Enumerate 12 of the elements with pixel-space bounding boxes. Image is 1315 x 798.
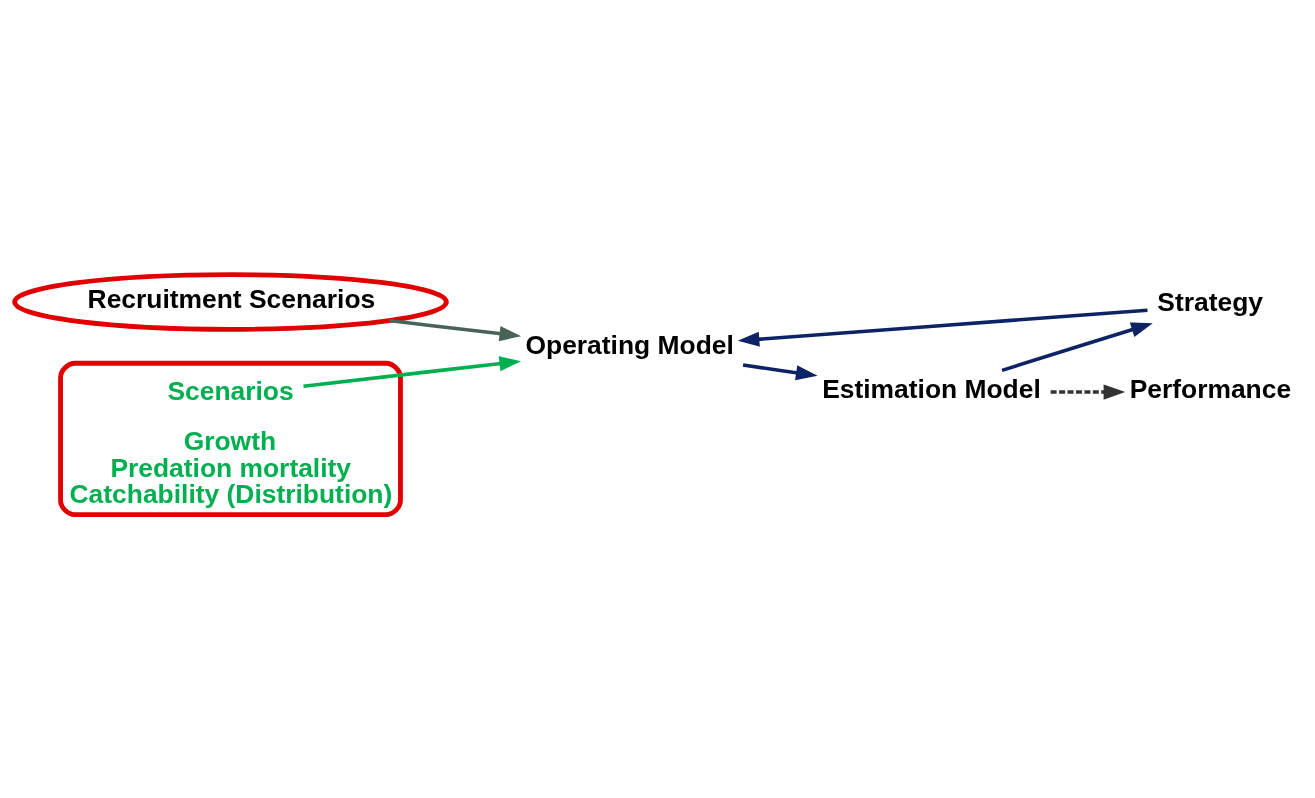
arrow (1001, 321, 1153, 372)
arrow (1050, 384, 1126, 400)
arrow (737, 307, 1148, 347)
arrow (388, 318, 522, 341)
node-ellipse: Recruitment Scenarios (12, 271, 449, 332)
arrow (303, 355, 522, 388)
node-text: Operating Model (525, 329, 734, 360)
node-text: Strategy (1157, 286, 1263, 317)
arrow (742, 362, 818, 380)
node-text: Performance (1129, 373, 1292, 404)
node-text: Scenarios (167, 375, 294, 406)
node-text: Estimation Model (822, 373, 1041, 404)
